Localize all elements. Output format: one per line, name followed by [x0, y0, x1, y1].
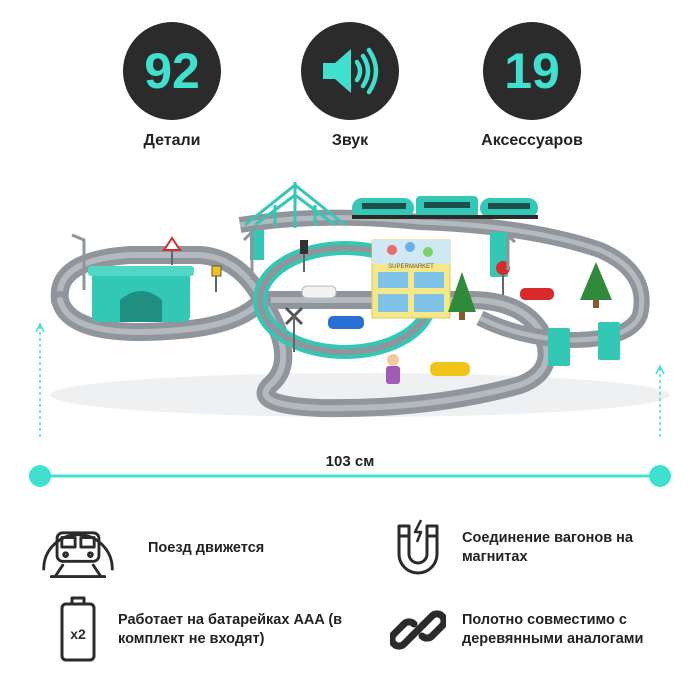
stat-accessories-value: 19	[504, 43, 560, 99]
accessories	[71, 228, 516, 384]
svg-text:x2: x2	[70, 626, 86, 642]
stat-accessories: 19 Аксессуаров	[472, 22, 592, 150]
feature-compatible: Полотно совместимо с деревянными аналога…	[386, 590, 672, 670]
stat-sound-label: Звук	[331, 132, 369, 149]
speaker-icon	[323, 47, 379, 95]
stat-parts-value: 92	[144, 43, 200, 99]
trees	[448, 262, 612, 320]
supermarket: SUPERMARKET	[371, 239, 451, 319]
stat-accessories-label: Аксессуаров	[481, 132, 583, 149]
feature-magnet-coupling-text: Соединение вагонов на магнитах	[462, 530, 633, 565]
feature-compatible-text: Полотно совместимо с деревянными аналога…	[462, 612, 644, 647]
tunnel	[88, 266, 194, 322]
stat-sound-circle	[301, 22, 399, 120]
dimension-label: 103 см	[325, 453, 375, 470]
train	[352, 196, 538, 219]
stat-parts: 92 Детали	[112, 22, 232, 150]
battery-icon: x2	[38, 590, 118, 670]
stat-sound: Звук	[290, 22, 410, 150]
stat-accessories-circle: 19	[483, 22, 581, 120]
feature-magnet-coupling: Соединение вагонов на магнитах	[386, 508, 652, 588]
feature-battery: x2 Работает на батарейках AAA (в комплек…	[38, 590, 358, 670]
railway-set-illustration: SUPERMARKET	[35, 182, 670, 440]
feature-battery-text: Работает на батарейках AAA (в комплект н…	[118, 612, 343, 647]
dimension-line	[29, 465, 671, 487]
magnet-icon	[386, 508, 450, 588]
feature-train-moves: Поезд движется	[38, 508, 308, 588]
dimension-dot-right	[649, 465, 671, 487]
bridge	[244, 182, 346, 228]
height-indicators	[35, 322, 665, 440]
chain-link-icon	[386, 590, 450, 670]
feature-train-moves-text: Поезд движется	[148, 539, 265, 556]
dimension-dot-left	[29, 465, 51, 487]
train-icon	[38, 508, 118, 588]
supermarket-sign: SUPERMARKET	[388, 264, 434, 270]
stat-parts-label: Детали	[143, 132, 201, 149]
cars	[301, 285, 554, 376]
stat-parts-circle: 92	[123, 22, 221, 120]
